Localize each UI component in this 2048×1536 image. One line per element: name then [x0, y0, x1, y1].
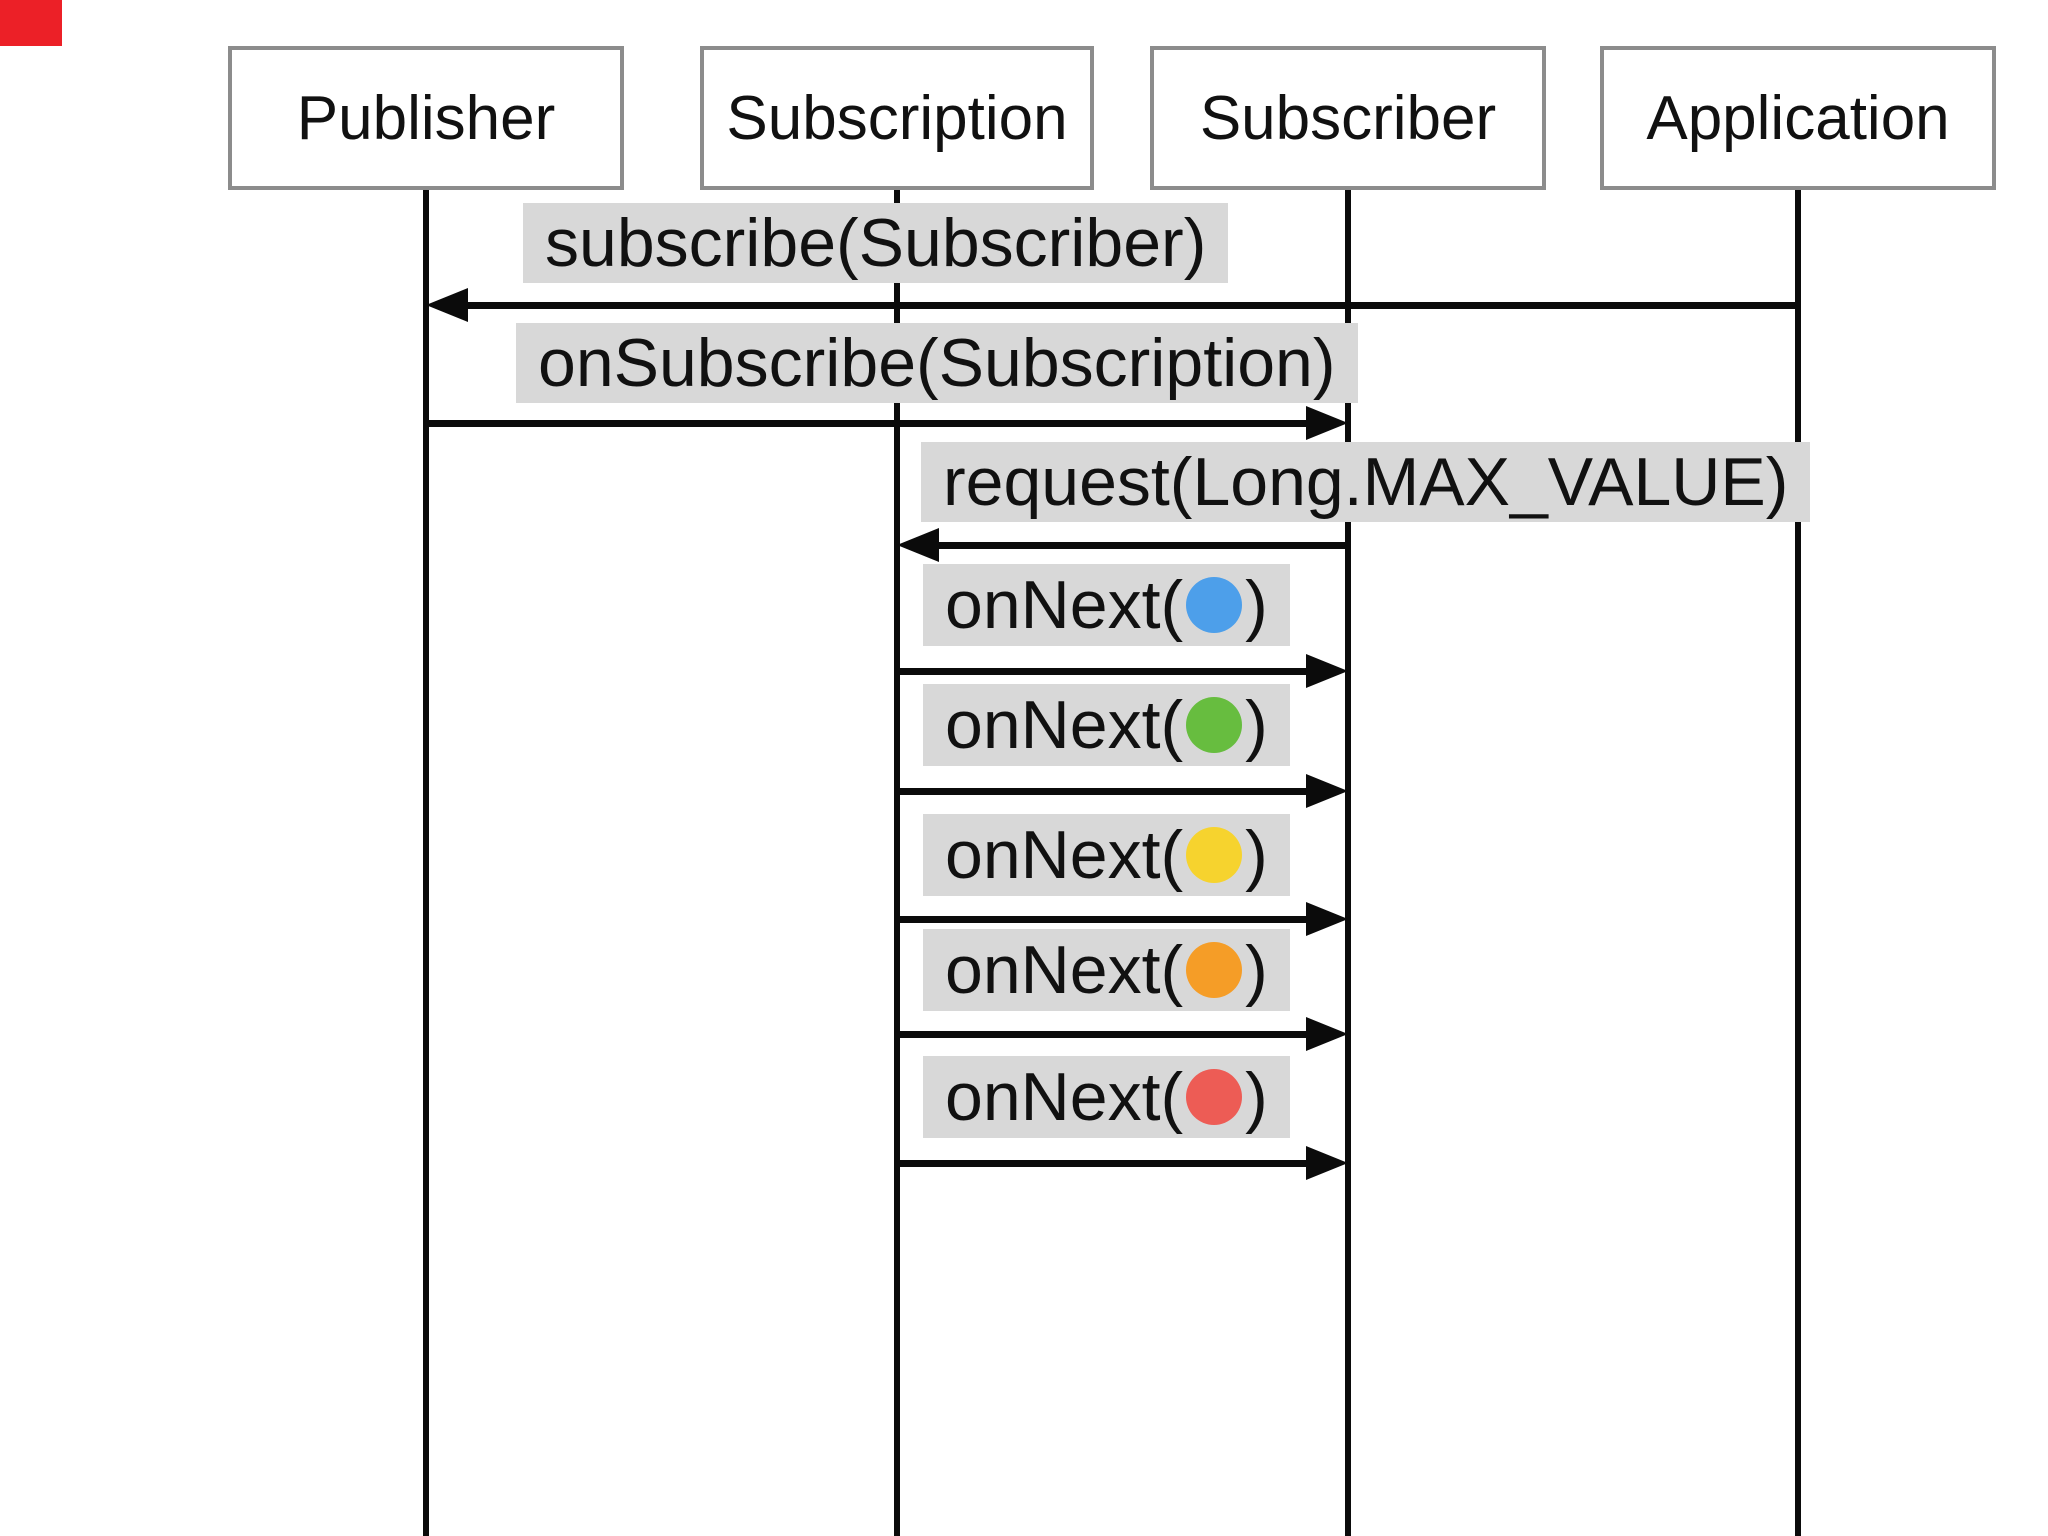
- arrow-onnext-green: [897, 788, 1308, 795]
- actor-label-application: Application: [1646, 83, 1950, 153]
- actor-label-publisher: Publisher: [296, 83, 556, 153]
- lifeline-subscriber: [1345, 190, 1351, 1536]
- onnext-suffix: ): [1245, 687, 1268, 763]
- arrowhead-right-icon: [1306, 1017, 1348, 1051]
- arrowhead-right-icon: [1306, 654, 1348, 688]
- arrowhead-right-icon: [1306, 406, 1348, 440]
- red-corner-marker: [0, 0, 62, 46]
- actor-label-subscription: Subscription: [726, 83, 1068, 153]
- actor-label-subscriber: Subscriber: [1199, 83, 1497, 153]
- arrow-onsubscribe: [426, 420, 1308, 427]
- message-label-onnext-orange: onNext( ): [923, 929, 1290, 1011]
- message-label-onsubscribe: onSubscribe(Subscription): [516, 323, 1358, 403]
- arrowhead-right-icon: [1306, 1146, 1348, 1180]
- actor-box-subscriber: Subscriber: [1150, 46, 1546, 190]
- onnext-suffix: ): [1245, 932, 1268, 1008]
- onnext-prefix: onNext(: [945, 567, 1184, 643]
- onnext-prefix: onNext(: [945, 1059, 1184, 1135]
- actor-box-publisher: Publisher: [228, 46, 624, 190]
- red-circle-icon: [1186, 1069, 1243, 1125]
- onnext-prefix: onNext(: [945, 932, 1184, 1008]
- message-label-onnext-red: onNext( ): [923, 1056, 1290, 1138]
- actor-box-subscription: Subscription: [700, 46, 1094, 190]
- onnext-suffix: ): [1245, 1059, 1268, 1135]
- onnext-prefix: onNext(: [945, 817, 1184, 893]
- lifeline-publisher: [423, 190, 429, 1536]
- lifeline-subscription: [894, 190, 900, 1536]
- arrow-subscribe: [466, 302, 1798, 309]
- message-label-onnext-green: onNext( ): [923, 684, 1290, 766]
- arrow-onnext-blue: [897, 668, 1308, 675]
- onnext-suffix: ): [1245, 817, 1268, 893]
- message-label-request: request(Long.MAX_VALUE): [921, 442, 1811, 522]
- message-label-subscribe: subscribe(Subscriber): [523, 203, 1229, 283]
- green-circle-icon: [1186, 697, 1243, 753]
- onnext-prefix: onNext(: [945, 687, 1184, 763]
- message-label-onnext-yellow: onNext( ): [923, 814, 1290, 896]
- message-label-onnext-blue: onNext( ): [923, 564, 1290, 646]
- onnext-suffix: ): [1245, 567, 1268, 643]
- arrow-request: [937, 542, 1348, 549]
- actor-box-application: Application: [1600, 46, 1996, 190]
- arrow-onnext-yellow: [897, 916, 1308, 923]
- arrowhead-left-icon: [897, 528, 939, 562]
- blue-circle-icon: [1186, 577, 1243, 633]
- orange-circle-icon: [1186, 942, 1243, 998]
- arrowhead-right-icon: [1306, 902, 1348, 936]
- yellow-circle-icon: [1186, 827, 1243, 883]
- arrow-onnext-orange: [897, 1031, 1308, 1038]
- arrow-onnext-red: [897, 1160, 1308, 1167]
- arrowhead-right-icon: [1306, 774, 1348, 808]
- arrowhead-left-icon: [426, 288, 468, 322]
- lifeline-application: [1795, 190, 1801, 1536]
